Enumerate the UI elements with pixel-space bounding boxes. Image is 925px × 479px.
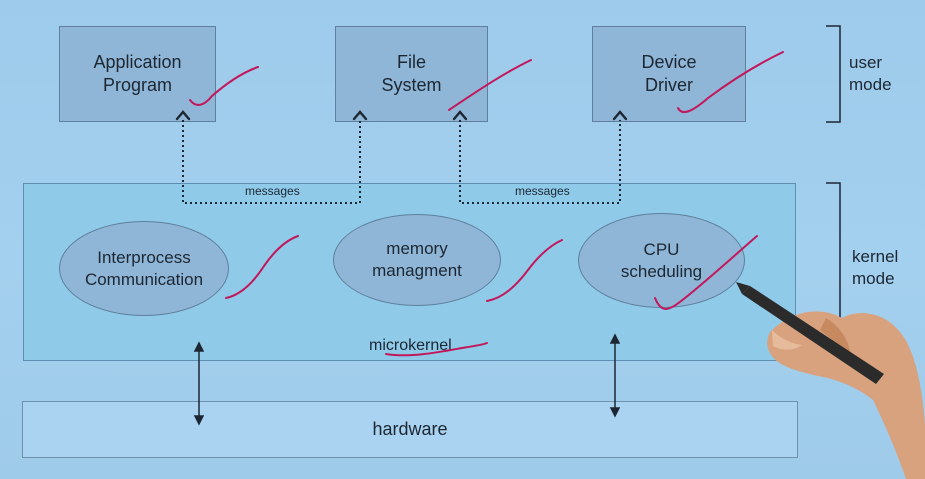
device-driver-box: Device Driver: [592, 26, 746, 122]
cpu-scheduling-ellipse: CPU scheduling: [578, 213, 745, 308]
application-program-box: Application Program: [59, 26, 216, 122]
hardware-box: hardware: [22, 401, 798, 458]
kernel-mode-label: kernel mode: [852, 247, 899, 288]
user-mode-label: user mode: [849, 53, 892, 94]
kernel-mode-bracket: [826, 182, 841, 363]
file-system-box: File System: [335, 26, 488, 122]
user-mode-bracket: [826, 25, 841, 123]
memory-management-ellipse: memory managment: [333, 214, 501, 306]
messages-label-right: messages: [515, 184, 570, 198]
interprocess-communication-ellipse: Interprocess Communication: [59, 221, 229, 316]
messages-label-left: messages: [245, 184, 300, 198]
microkernel-label: microkernel: [369, 337, 452, 354]
